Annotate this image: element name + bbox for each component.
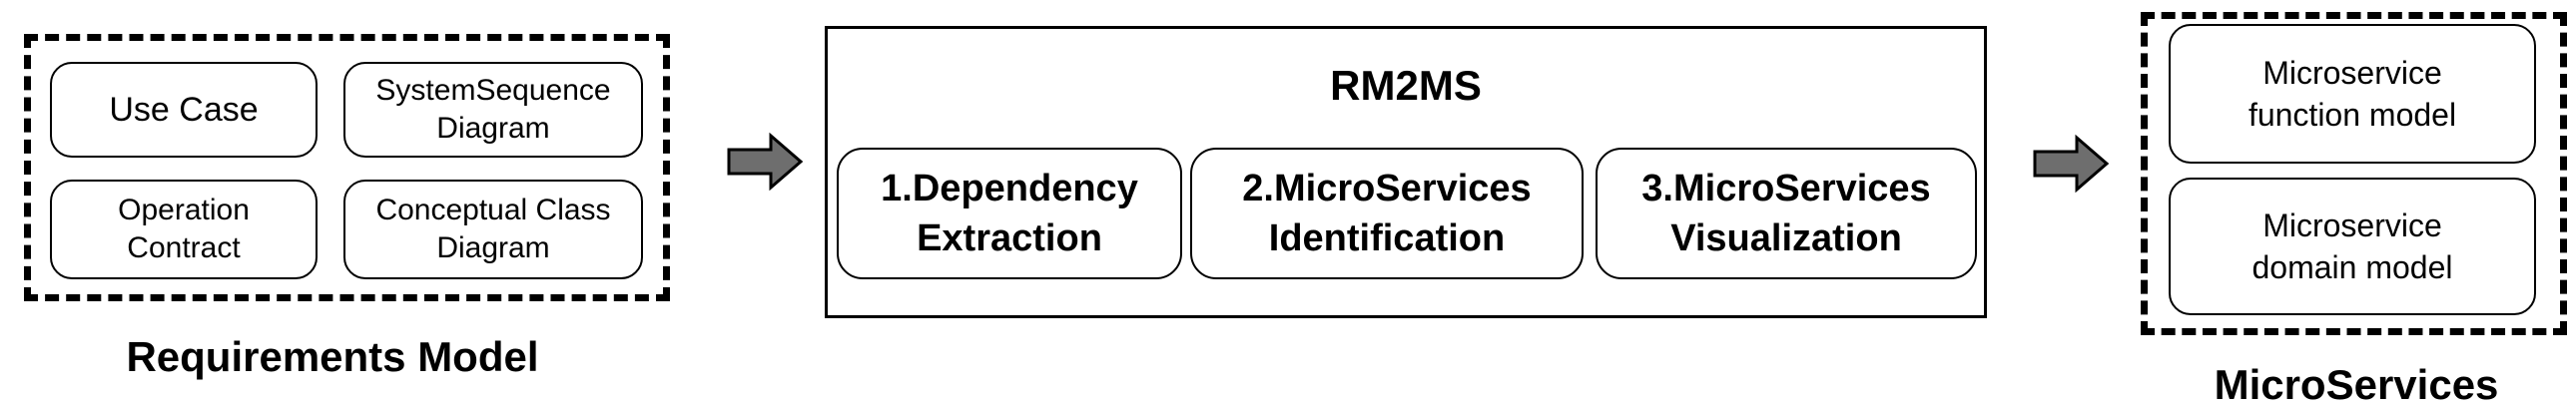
requirements-model-label: Requirements Model (126, 333, 539, 380)
microservices-visualization-step: 3.MicroServices Visualization (1596, 148, 1977, 279)
use-case-box: Use Case (50, 62, 318, 158)
operation-contract-box: Operation Contract (50, 180, 318, 279)
rm2ms-title: RM2MS (1330, 62, 1482, 109)
dependency-extraction-step: 1.Dependency Extraction (837, 148, 1182, 279)
arrow-right-icon (727, 132, 804, 192)
microservices-label: MicroServices (2214, 361, 2499, 408)
arrow-right-icon (2033, 134, 2110, 194)
requirements-model-group (24, 34, 670, 301)
conceptual-class-diagram-box: Conceptual Class Diagram (343, 180, 643, 279)
rm2ms-frame (825, 26, 1987, 318)
microservice-function-model-box: Microservice function model (2169, 24, 2536, 164)
microservices-group (2141, 12, 2567, 335)
microservices-identification-step: 2.MicroServices Identification (1190, 148, 1584, 279)
system-sequence-diagram-box: SystemSequence Diagram (343, 62, 643, 158)
microservice-domain-model-box: Microservice domain model (2169, 178, 2536, 315)
